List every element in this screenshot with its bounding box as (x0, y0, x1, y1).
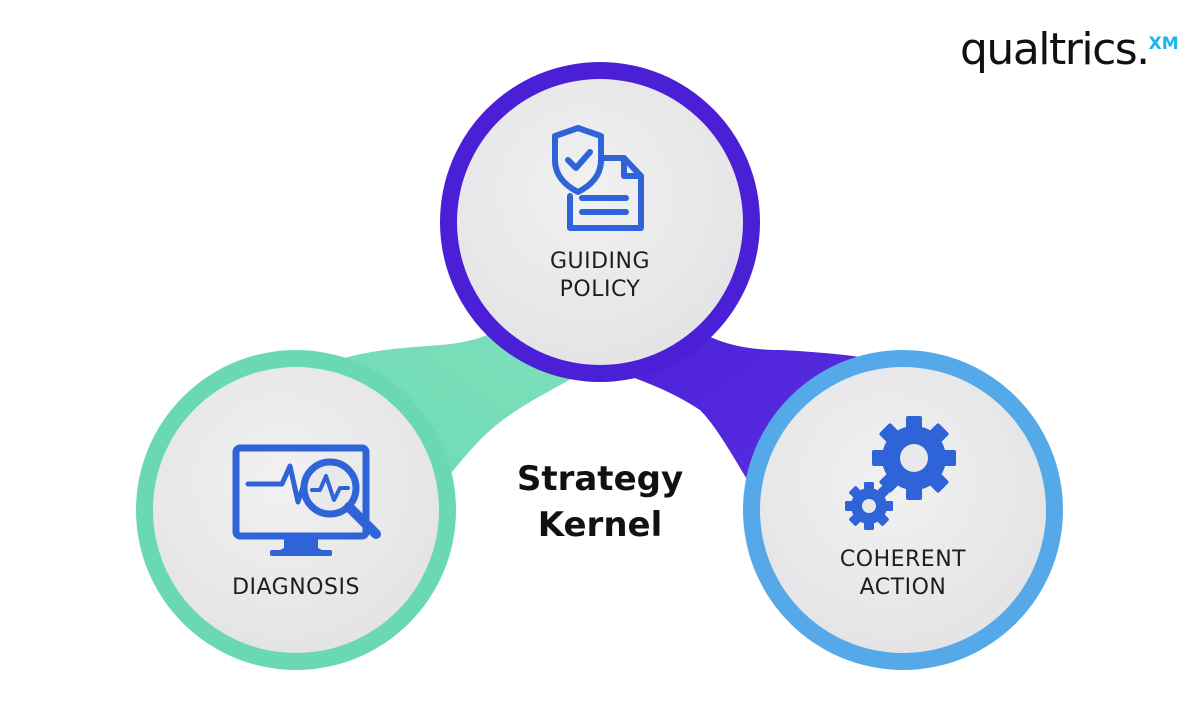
action-inner-disc (760, 367, 1046, 653)
guiding-policy-line2: POLICY (559, 277, 641, 302)
coherent-action-line2: ACTION (859, 575, 947, 600)
coherent-action-line1: COHERENT (839, 547, 967, 572)
guiding-policy-label: GUIDING POLICY (500, 248, 700, 304)
title-line2: Kernel (537, 505, 663, 545)
diagnosis-label: DIAGNOSIS (196, 574, 396, 602)
logo-xm-superscript: XM (1148, 34, 1179, 54)
gears-icon (845, 416, 956, 530)
qualtrics-logo: qualtrics.XM (960, 28, 1179, 72)
diagnosis-line1: DIAGNOSIS (232, 575, 360, 600)
logo-wordmark: qualtrics. (960, 24, 1150, 75)
policy-document-shield-icon (552, 125, 644, 231)
guiding-policy-line1: GUIDING (549, 249, 651, 274)
monitor-magnifier-icon (232, 444, 381, 556)
strategy-kernel-title: Strategy Kernel (500, 456, 700, 548)
diagnosis-inner-disc (153, 367, 439, 653)
policy-inner-disc (457, 79, 743, 365)
coherent-action-label: COHERENT ACTION (803, 546, 1003, 602)
title-line1: Strategy (516, 459, 684, 499)
